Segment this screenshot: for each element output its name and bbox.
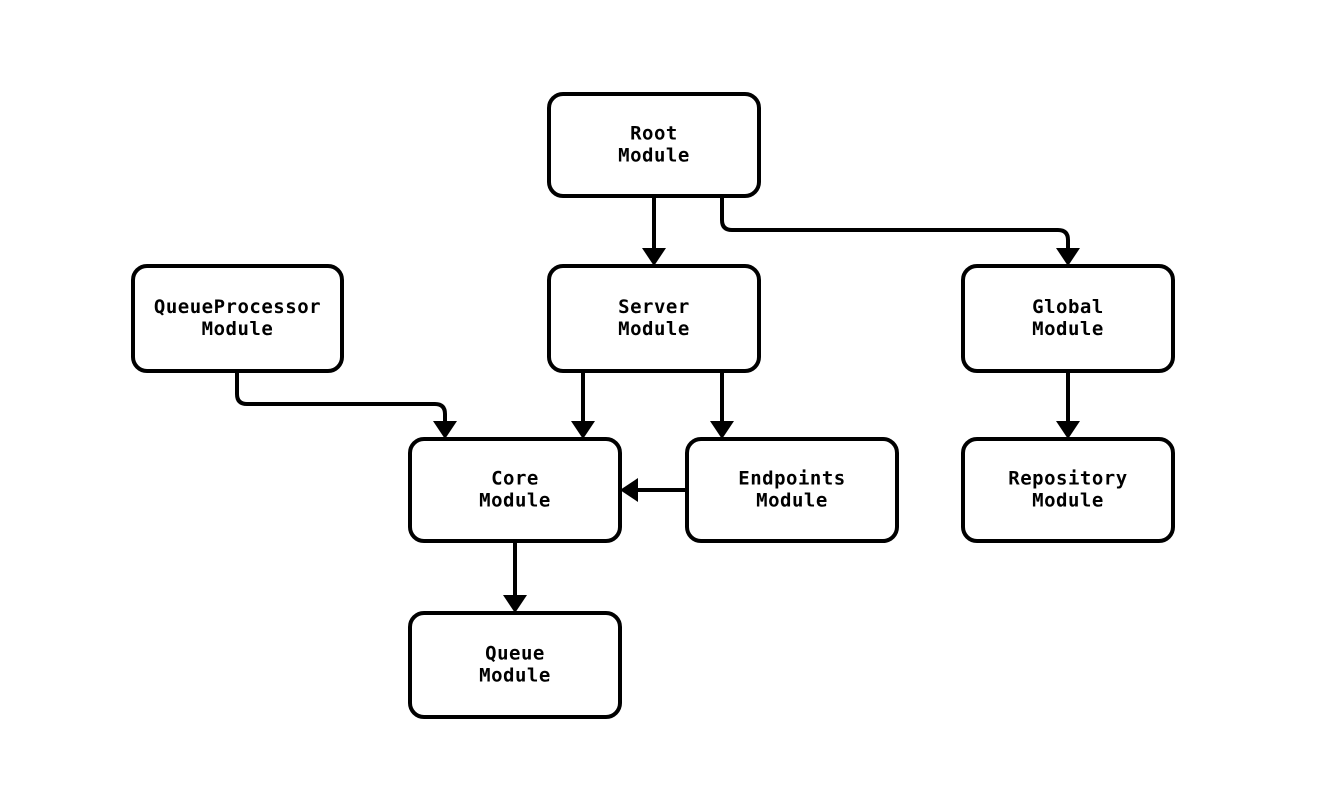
arrowhead-icon	[1056, 248, 1080, 266]
edge-root-to-global	[720, 196, 1080, 266]
node-box[interactable]	[961, 437, 1175, 543]
node-label-line2: Module	[756, 490, 828, 512]
node-label-line2: Module	[618, 145, 690, 167]
node-box[interactable]	[408, 437, 622, 543]
edge-line	[720, 196, 1070, 252]
edge-queueprocessor-to-core	[235, 371, 457, 439]
node-box[interactable]	[961, 264, 1175, 373]
edge-line	[235, 371, 447, 425]
node-label-line1: Global	[1032, 296, 1104, 318]
edge-server-to-endpoints	[710, 371, 734, 439]
node-label-line1: QueueProcessor	[154, 296, 321, 318]
arrowhead-icon	[620, 478, 638, 502]
node-label-line1: Queue	[485, 643, 545, 665]
arrowhead-icon	[571, 421, 595, 439]
node-label-line1: Endpoints	[738, 468, 845, 490]
node-label-line1: Root	[630, 123, 678, 145]
arrowhead-icon	[433, 421, 457, 439]
node-box[interactable]	[547, 264, 761, 373]
node-box[interactable]	[408, 611, 622, 719]
nodes-layer: RootModuleQueueProcessorModuleServerModu…	[131, 92, 1175, 719]
node-label-line1: Server	[618, 296, 690, 318]
edge-core-to-queue	[503, 541, 527, 613]
node-label-line1: Repository	[1008, 468, 1127, 490]
node-label-line2: Module	[1032, 318, 1104, 340]
node-label-line1: Core	[491, 468, 539, 490]
arrowhead-icon	[710, 421, 734, 439]
edge-root-to-server	[642, 196, 666, 266]
node-label-line2: Module	[1032, 490, 1104, 512]
edge-global-to-repository	[1056, 371, 1080, 439]
node-label-line2: Module	[479, 490, 551, 512]
node-label-line2: Module	[202, 318, 274, 340]
edge-endpoints-to-core	[620, 478, 687, 502]
arrowhead-icon	[1056, 421, 1080, 439]
node-label-line2: Module	[479, 665, 551, 687]
edge-server-to-core	[571, 371, 595, 439]
node-box[interactable]	[131, 264, 344, 373]
node-label-line2: Module	[618, 318, 690, 340]
arrowhead-icon	[503, 595, 527, 613]
edges-layer	[235, 196, 1080, 613]
node-box[interactable]	[685, 437, 899, 543]
node-box[interactable]	[547, 92, 761, 198]
arrowhead-icon	[642, 248, 666, 266]
